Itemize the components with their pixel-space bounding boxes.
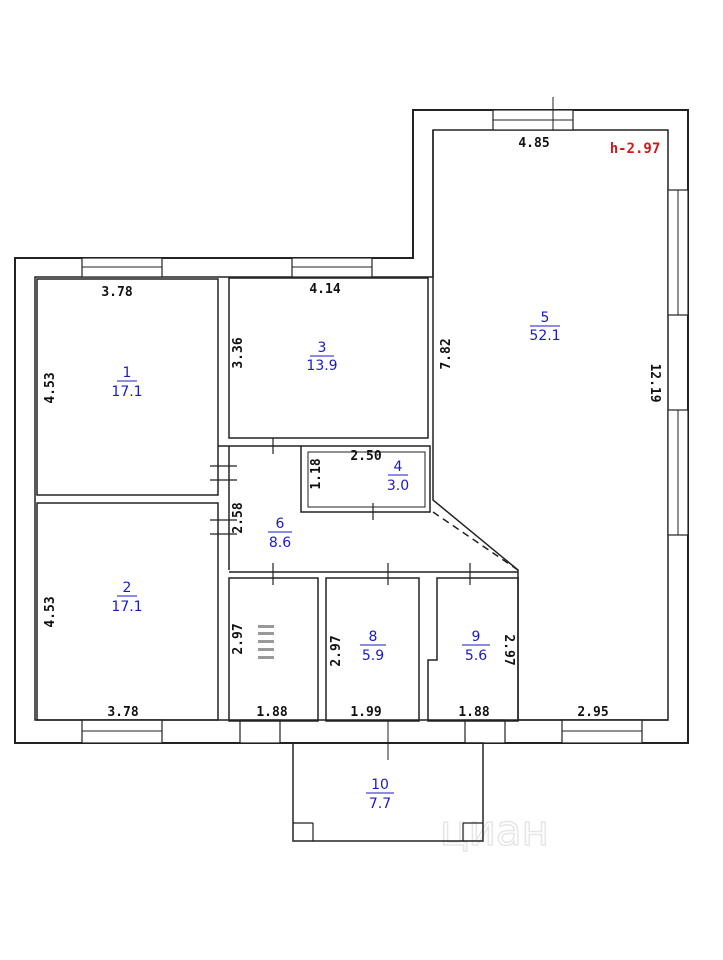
room-2 (36, 502, 219, 721)
room-2-number: 2 (123, 580, 132, 596)
room-3-number: 3 (318, 340, 327, 356)
room-8 (325, 577, 420, 722)
dim-r5-top: 4.85 (518, 136, 549, 151)
bath-fixture-icon (258, 625, 274, 659)
dim-r1-width: 3.78 (101, 285, 132, 300)
room-10 (292, 742, 484, 842)
room-9 (427, 577, 519, 722)
room-6-area: 8.6 (269, 535, 291, 551)
dim-r3-width: 4.14 (309, 282, 340, 297)
room-1-area: 17.1 (111, 384, 142, 400)
room-1 (36, 278, 219, 496)
dim-r2-height: 4.53 (43, 596, 58, 627)
room-4-number: 4 (394, 459, 403, 475)
room-8-area: 5.9 (362, 648, 384, 664)
room-5-area: 52.1 (529, 328, 560, 344)
dim-r4-height: 1.18 (309, 458, 324, 489)
dim-r9-height: 2.97 (501, 634, 516, 665)
outer-wall (14, 109, 689, 744)
dim-r3-height: 3.36 (231, 337, 246, 368)
room-2-area: 17.1 (111, 599, 142, 615)
dim-r5-left: 7.82 (439, 338, 454, 369)
height-mark: h-2.97 (610, 141, 661, 157)
dim-r8-width: 1.99 (350, 705, 381, 720)
room-5-number: 5 (541, 310, 550, 326)
window (239, 719, 281, 744)
dim-r5-bottom: 2.95 (577, 705, 608, 720)
dim-r4-width: 2.50 (350, 449, 381, 464)
dim-r8-height: 2.97 (329, 635, 344, 666)
dim-r6-height: 2.58 (231, 502, 246, 533)
dim-r9-width: 1.88 (458, 705, 489, 720)
room-6-number: 6 (276, 516, 285, 532)
room-4 (300, 445, 431, 513)
dim-r1-height: 4.53 (43, 372, 58, 403)
room-10-area: 7.7 (369, 796, 391, 812)
room-9-area: 5.6 (465, 648, 487, 664)
window (464, 719, 506, 744)
door-ticks (210, 438, 471, 585)
room-1-number: 1 (123, 365, 132, 381)
room-3 (228, 277, 429, 439)
dim-r7-height: 2.97 (231, 623, 246, 654)
dim-r7-width: 1.88 (256, 705, 287, 720)
dim-r2-width: 3.78 (107, 705, 138, 720)
room-8-number: 8 (369, 629, 378, 645)
room-9-number: 9 (472, 629, 481, 645)
dim-r5-right: 12.19 (647, 363, 662, 402)
room-10-number: 10 (371, 777, 389, 793)
room-4-area: 3.0 (387, 478, 409, 494)
room-3-area: 13.9 (306, 358, 337, 374)
watermark: циан (440, 806, 549, 855)
